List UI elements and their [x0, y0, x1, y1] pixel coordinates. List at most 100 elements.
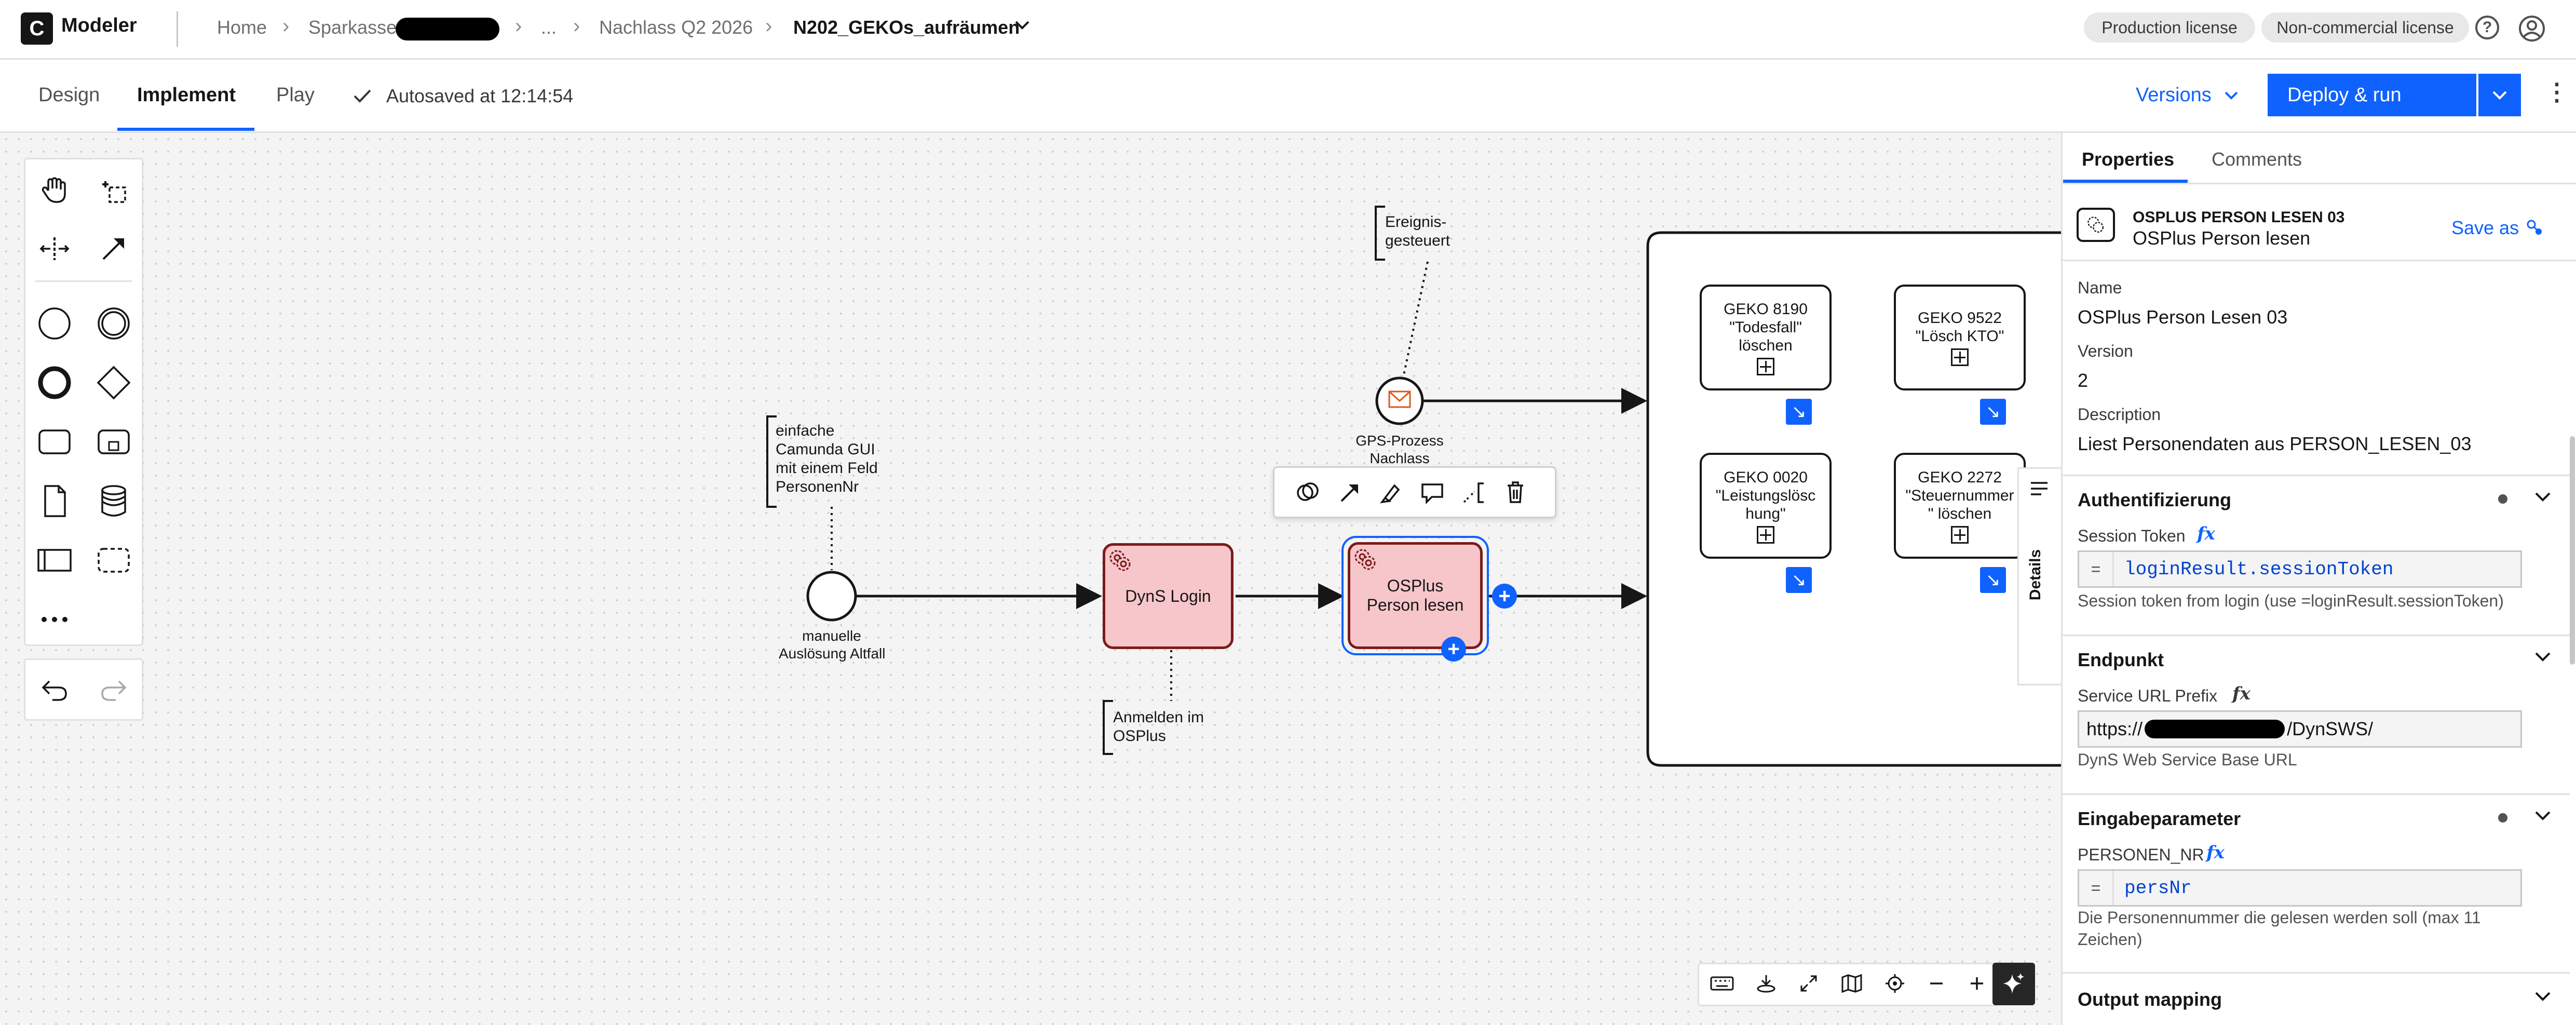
reset-view-icon[interactable] [1884, 973, 1905, 996]
name-value[interactable]: OSPlus Person Lesen 03 [2078, 306, 2288, 328]
message-event-label: GPS-Prozess Nachlass [1347, 432, 1453, 467]
deploy-dropdown-button[interactable] [2478, 74, 2521, 116]
more-tools-icon[interactable] [31, 596, 78, 643]
connect-tool-icon[interactable] [90, 225, 137, 272]
data-store-icon[interactable] [90, 478, 137, 524]
session-token-label: Session Token [2078, 527, 2186, 545]
template-link-icon[interactable] [2524, 217, 2545, 240]
drilldown-icon[interactable]: ↘ [1786, 567, 1812, 593]
drilldown-icon[interactable]: ↘ [1980, 399, 2006, 425]
add-below-icon[interactable]: + [1441, 637, 1466, 662]
chevron-right-icon: › [765, 15, 772, 37]
drilldown-icon[interactable]: ↘ [1980, 567, 2006, 593]
append-element-icon[interactable]: + [1492, 584, 1517, 609]
end-event-icon[interactable] [31, 359, 78, 406]
subprocess-geko-2272[interactable]: GEKO 2272 "Steuernummer " löschen [1894, 453, 2026, 559]
section-output-mapping[interactable]: Output mapping [2078, 989, 2222, 1010]
group-icon[interactable] [90, 537, 137, 584]
chevron-down-icon[interactable] [2534, 991, 2551, 1005]
deploy-icon[interactable] [1756, 973, 1777, 996]
chevron-down-icon[interactable] [1014, 20, 1030, 34]
chevron-down-icon[interactable] [2534, 651, 2551, 665]
breadcrumb-home[interactable]: Home [217, 17, 267, 38]
tab-design[interactable]: Design [38, 84, 100, 106]
user-icon[interactable] [2518, 15, 2546, 45]
save-as-button[interactable]: Save as [2451, 217, 2519, 238]
session-token-help: Session token from login (use =loginResu… [2078, 591, 2504, 610]
data-object-icon[interactable] [31, 478, 78, 524]
annotation-gui[interactable]: einfache Camunda GUI mit einem Feld Pers… [776, 422, 878, 496]
drilldown-icon[interactable]: ↘ [1786, 399, 1812, 425]
breadcrumb-ellipsis[interactable]: ... [541, 17, 557, 38]
subprocess-icon[interactable] [90, 419, 137, 465]
feel-optional-icon[interactable]: fx [2232, 683, 2250, 704]
details-side-tab[interactable] [2017, 467, 2061, 685]
redo-icon[interactable] [90, 666, 137, 712]
delete-icon[interactable] [1495, 471, 1536, 513]
deploy-run-button[interactable]: Deploy & run [2268, 74, 2476, 116]
panel-scrollbar[interactable] [2570, 436, 2575, 665]
chevron-down-icon[interactable] [2224, 90, 2239, 103]
annotation-login[interactable]: Anmelden im OSPlus [1113, 708, 1204, 746]
subprocess-label: "Leistungslösc [1715, 487, 1816, 504]
start-event-icon[interactable] [31, 300, 78, 347]
change-type-icon[interactable] [1287, 471, 1328, 513]
annotation-event[interactable]: Ereignis- gesteuert [1385, 213, 1450, 250]
service-url-prefix-input[interactable]: https:// /DynSWS/ [2078, 710, 2522, 748]
color-picker-icon[interactable] [1370, 471, 1412, 513]
lasso-tool-icon[interactable] [90, 166, 137, 213]
connect-arrow-icon[interactable] [1328, 471, 1370, 513]
chevron-down-icon[interactable] [2534, 810, 2551, 824]
section-authentifizierung[interactable]: Authentifizierung [2078, 489, 2231, 510]
pool-icon[interactable] [31, 537, 78, 584]
autosave-status: Autosaved at 12:14:54 [386, 85, 574, 106]
panel-tabs-divider [2061, 183, 2576, 184]
subprocess-label: "Todesfall" [1729, 318, 1802, 336]
feel-expression-icon[interactable]: fx [2206, 842, 2225, 863]
task-icon[interactable] [31, 419, 78, 465]
zoom-in-icon[interactable] [1968, 974, 1986, 995]
space-tool-icon[interactable] [31, 225, 78, 272]
keyboard-icon[interactable] [1710, 976, 1734, 994]
hand-tool-icon[interactable] [31, 166, 78, 213]
gateway-icon[interactable] [90, 359, 137, 406]
session-token-input[interactable]: = loginResult.sessionToken [2078, 550, 2522, 588]
description-value[interactable]: Liest Personendaten aus PERSON_LESEN_03 [2078, 433, 2472, 454]
comment-icon[interactable] [1412, 471, 1453, 513]
intermediate-event-icon[interactable] [90, 300, 137, 347]
service-url-start: https:// [2086, 718, 2143, 739]
versions-button[interactable]: Versions [2136, 84, 2212, 106]
section-endpunkt[interactable]: Endpunkt [2078, 649, 2164, 670]
annotation-line: mit einem Feld [776, 460, 878, 477]
overflow-menu-icon[interactable]: ⋮ [2545, 78, 2569, 105]
help-icon[interactable]: ? [2475, 16, 2499, 39]
breadcrumb-current-diagram[interactable]: N202_GEKOs_aufräumen [793, 17, 1020, 38]
personen-nr-input[interactable]: = persNr [2078, 869, 2522, 907]
task-label: Person lesen [1366, 596, 1464, 614]
zoom-out-icon[interactable] [1927, 974, 1946, 995]
camunda-logo[interactable]: C [21, 12, 53, 45]
tab-play[interactable]: Play [276, 84, 315, 106]
section-has-value-indicator [2498, 494, 2507, 504]
tab-implement[interactable]: Implement [137, 84, 236, 106]
subprocess-geko-8190[interactable]: GEKO 8190 "Todesfall" löschen [1700, 285, 1832, 390]
section-eingabeparameter[interactable]: Eingabeparameter [2078, 808, 2241, 829]
minimap-icon[interactable] [1841, 973, 1863, 996]
chevron-down-icon[interactable] [2534, 491, 2551, 505]
task-osplus-person-lesen[interactable]: OSPlus Person lesen [1348, 542, 1483, 649]
ai-assistant-sparkle-icon[interactable] [1992, 963, 2035, 1005]
breadcrumb-project[interactable]: Nachlass Q2 2026 [599, 17, 753, 38]
fullscreen-icon[interactable] [1798, 973, 1819, 996]
annotation-line: Anmelden im [1113, 709, 1204, 726]
text-annotation-icon[interactable] [1453, 471, 1495, 513]
version-value[interactable]: 2 [2078, 370, 2089, 391]
tab-comments[interactable]: Comments [2212, 149, 2302, 170]
subprocess-geko-0020[interactable]: GEKO 0020 "Leistungslösc hung" [1700, 453, 1832, 559]
breadcrumb-sparkasse[interactable]: Sparkasse [308, 17, 397, 38]
feel-expression-icon[interactable]: fx [2197, 523, 2215, 544]
tab-properties[interactable]: Properties [2082, 149, 2175, 170]
name-label: Name [2078, 278, 2122, 297]
service-task-icon [2077, 208, 2115, 242]
subprocess-geko-9522[interactable]: GEKO 9522 "Lösch KTO" [1894, 285, 2026, 390]
undo-icon[interactable] [31, 666, 78, 712]
